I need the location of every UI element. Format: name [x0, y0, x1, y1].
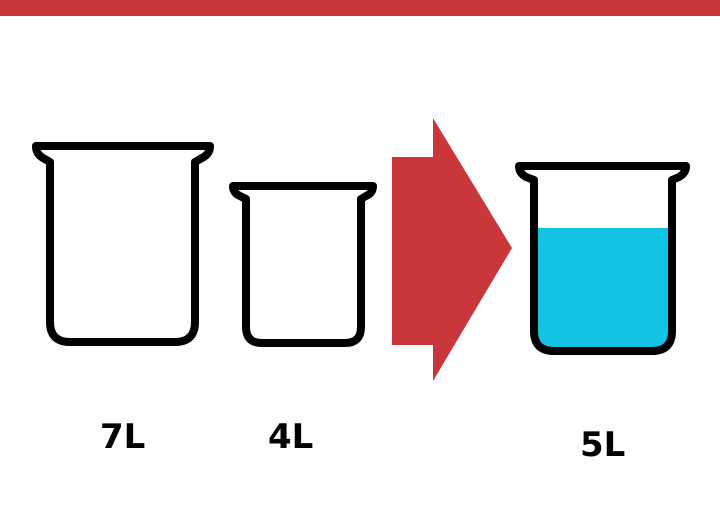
right-arrow-icon	[392, 118, 512, 381]
beaker-5l-water	[534, 228, 672, 351]
top-accent-bar	[0, 0, 720, 16]
beaker-7l	[32, 142, 214, 346]
beaker-4l-label: 4L	[268, 417, 314, 457]
beaker-5l-label: 5L	[580, 425, 626, 465]
beaker-7l-outline	[32, 142, 214, 346]
beaker-7l-label: 7L	[100, 417, 146, 457]
beaker-4l	[229, 182, 377, 347]
beaker-5l-outline	[515, 162, 690, 355]
beaker-4l-outline	[229, 182, 377, 347]
beaker-5l	[515, 162, 690, 355]
